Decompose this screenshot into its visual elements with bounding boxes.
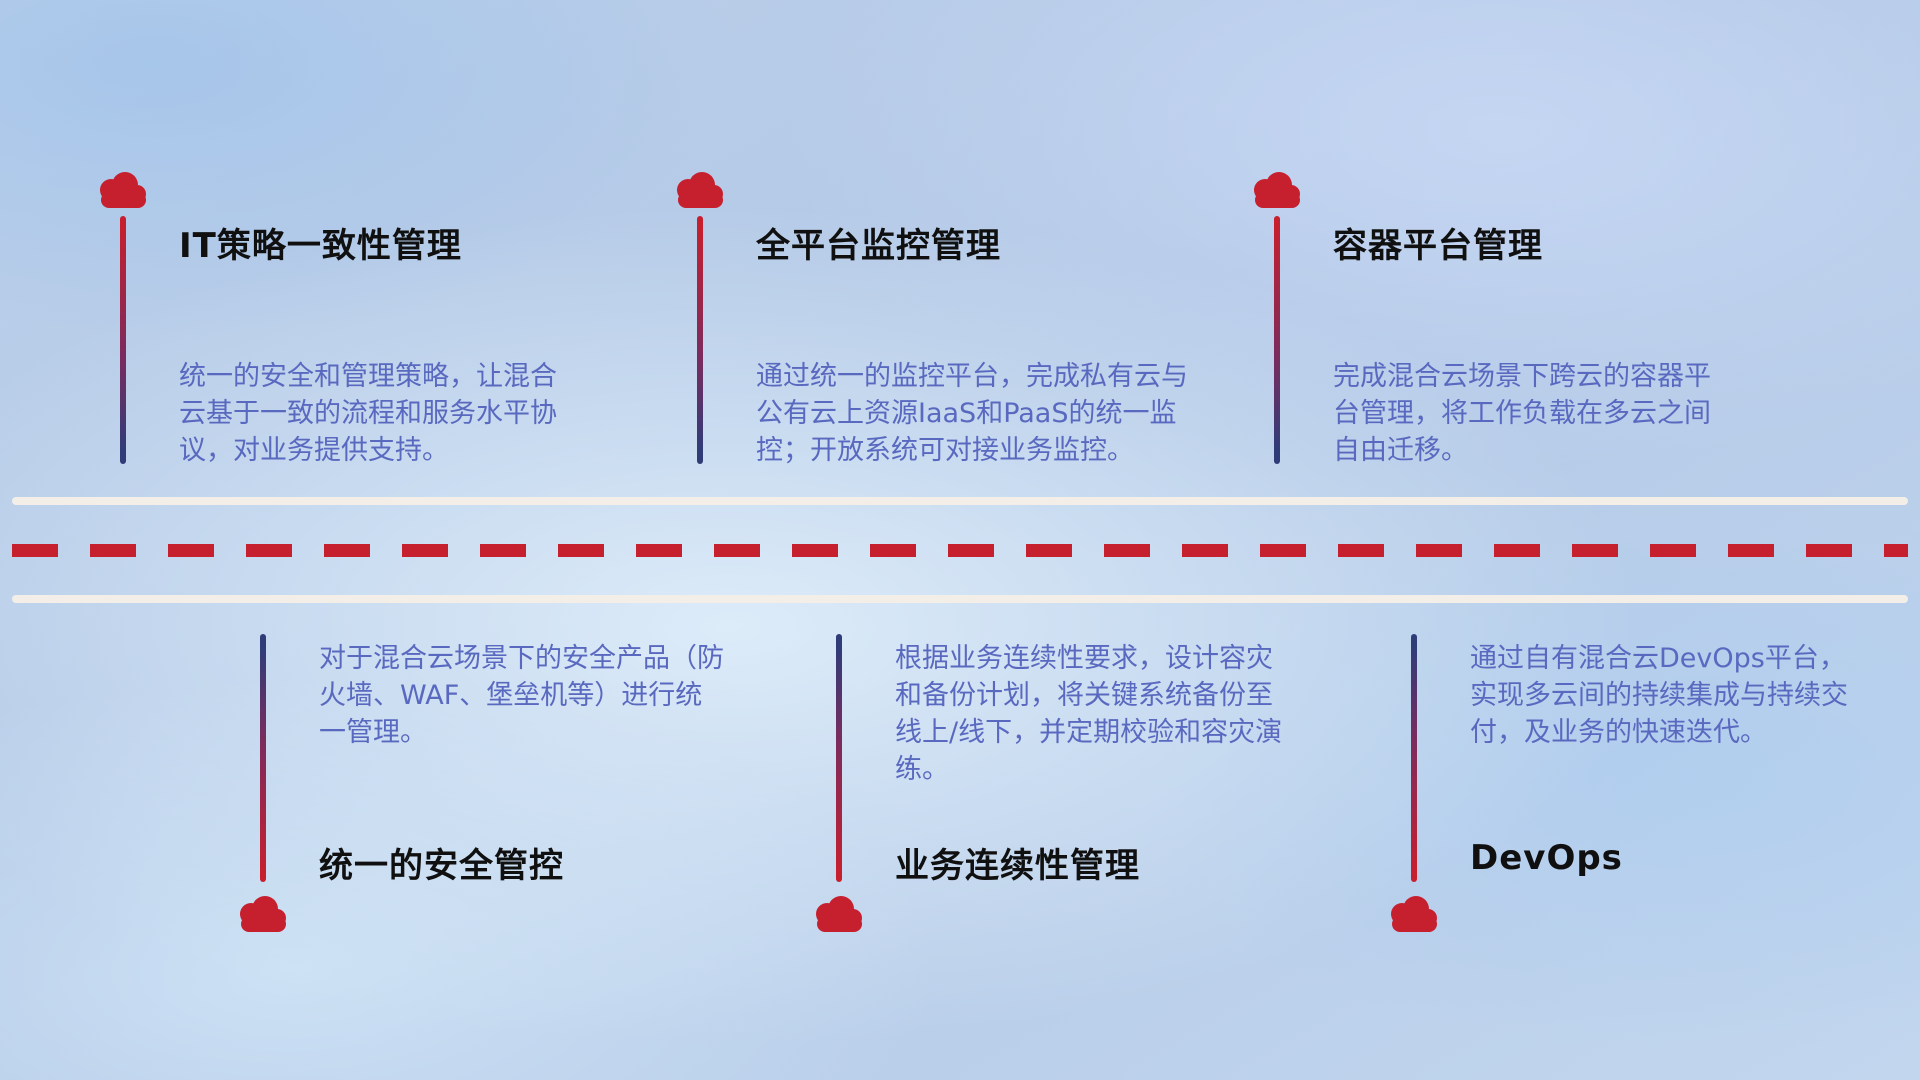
timeline-connector	[1411, 634, 1417, 882]
item-title: 业务连续性管理	[895, 846, 1140, 886]
item-title: DevOps	[1470, 838, 1623, 878]
item-description: 通过自有混合云DevOps平台，实现多云间的持续集成与持续交付，及业务的快速迭代…	[1470, 643, 1848, 748]
cloud-icon	[96, 170, 150, 210]
road-line	[12, 497, 1908, 505]
road-line	[12, 595, 1908, 603]
cloud-icon	[812, 894, 866, 934]
cloud-icon	[236, 894, 290, 934]
timeline-connector	[697, 216, 703, 464]
item-description: 通过统一的监控平台，完成私有云与公有云上资源IaaS和PaaS的统一监控；开放系…	[756, 361, 1188, 466]
cloud-icon	[673, 170, 727, 210]
road-dashes	[12, 544, 1908, 557]
item-title: IT策略一致性管理	[179, 226, 462, 266]
timeline-connector	[836, 634, 842, 882]
item-title: 全平台监控管理	[756, 226, 1001, 266]
item-title: 统一的安全管控	[319, 846, 564, 886]
item-description: 根据业务连续性要求，设计容灾和备份计划，将关键系统备份至线上/线下，并定期校验和…	[895, 643, 1283, 785]
timeline-connector	[260, 634, 266, 882]
item-description: 对于混合云场景下的安全产品（防火墙、WAF、堡垒机等）进行统一管理。	[319, 643, 724, 748]
item-description: 统一的安全和管理策略，让混合云基于一致的流程和服务水平协议，对业务提供支持。	[179, 361, 557, 466]
item-description: 完成混合云场景下跨云的容器平台管理，将工作负载在多云之间自由迁移。	[1333, 361, 1711, 466]
cloud-icon	[1250, 170, 1304, 210]
timeline-connector	[1274, 216, 1280, 464]
cloud-icon	[1387, 894, 1441, 934]
timeline-connector	[120, 216, 126, 464]
item-title: 容器平台管理	[1333, 226, 1543, 266]
